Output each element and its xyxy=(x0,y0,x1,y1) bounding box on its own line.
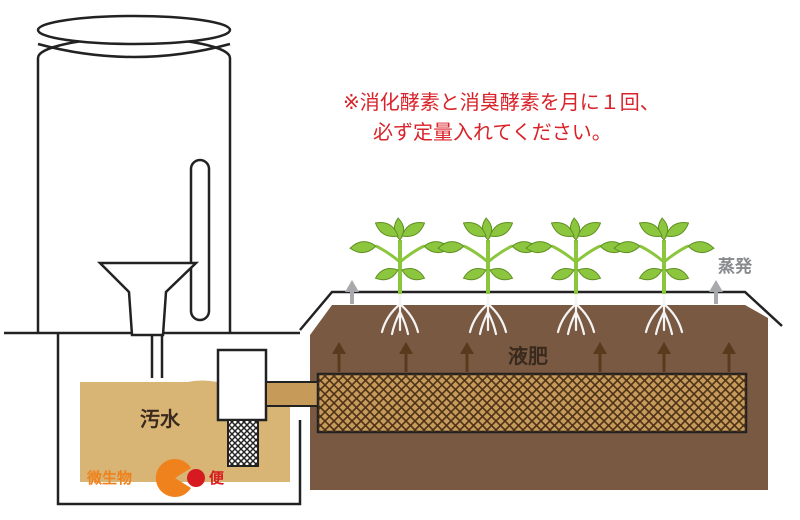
connecting-pipe xyxy=(265,381,319,407)
fertilizer-up-arrow xyxy=(332,342,346,372)
plant-branch xyxy=(375,244,401,264)
evaporation-arrow xyxy=(709,280,723,304)
leaf xyxy=(550,268,575,281)
leaf xyxy=(525,241,553,254)
feces-label: 便 xyxy=(209,469,225,487)
leaf xyxy=(462,222,487,237)
leaf xyxy=(550,222,575,237)
leaf xyxy=(657,217,669,241)
liquid-fertilizer-label: 液肥 xyxy=(508,344,548,368)
plant xyxy=(349,217,451,336)
sewage-label: 汚水 xyxy=(140,407,180,431)
plant-branch xyxy=(639,244,665,264)
trench-mesh xyxy=(318,374,746,432)
evaporation-label: 蒸発 xyxy=(718,257,752,277)
filter-mesh xyxy=(228,420,258,466)
plant-roots xyxy=(468,292,508,336)
plant-branch xyxy=(487,244,513,264)
fertilizer-up-arrow xyxy=(399,342,413,372)
plant-branch xyxy=(575,244,601,264)
leaf xyxy=(687,241,715,254)
fertilizer-up-arrow xyxy=(593,342,607,372)
microbe-icon xyxy=(155,459,191,497)
enzyme-note-line2: 必ず定量入れてください。 xyxy=(373,120,612,144)
microbe-label: 微生物 xyxy=(87,469,133,487)
plant-branch xyxy=(463,244,489,264)
evaporation-arrow xyxy=(345,280,359,304)
leaf xyxy=(393,217,405,241)
plant-branch xyxy=(551,244,577,264)
leaf xyxy=(569,217,581,241)
plants xyxy=(349,217,715,336)
leaf xyxy=(437,241,465,254)
leaf xyxy=(374,222,399,237)
leaf xyxy=(577,222,602,237)
leaf xyxy=(349,241,377,254)
toilet-booth xyxy=(4,14,300,335)
leaf xyxy=(613,241,641,254)
plant-branch xyxy=(663,244,689,264)
liquid-fertilizer-arrows xyxy=(332,342,736,372)
plant-branch xyxy=(399,244,425,264)
fertilizer-up-arrow xyxy=(657,342,671,372)
plant-roots xyxy=(644,292,684,336)
leaf xyxy=(401,268,426,281)
fertilizer-up-arrow xyxy=(460,342,474,372)
toilet-fixture xyxy=(96,158,211,378)
leaf xyxy=(665,222,690,237)
plant-roots xyxy=(380,292,420,336)
leaf xyxy=(489,222,514,237)
fertilizer-up-arrow xyxy=(722,342,736,372)
leaf xyxy=(401,222,426,237)
plant-roots xyxy=(556,292,596,336)
leaf xyxy=(462,268,487,281)
leaf xyxy=(638,222,663,237)
outlet-box xyxy=(216,348,268,422)
leaf xyxy=(374,268,399,281)
plant xyxy=(613,217,715,336)
leaf xyxy=(638,268,663,281)
ground-line xyxy=(299,290,783,331)
leaf xyxy=(577,268,602,281)
plant xyxy=(437,217,539,336)
evaporation-arrows xyxy=(345,280,723,304)
leaf xyxy=(665,268,690,281)
feces-dot xyxy=(187,469,205,487)
leaf xyxy=(489,268,514,281)
enzyme-note-line1: ※消化酵素と消臭酵素を月に１回、 xyxy=(343,90,660,114)
leaf xyxy=(481,217,493,241)
